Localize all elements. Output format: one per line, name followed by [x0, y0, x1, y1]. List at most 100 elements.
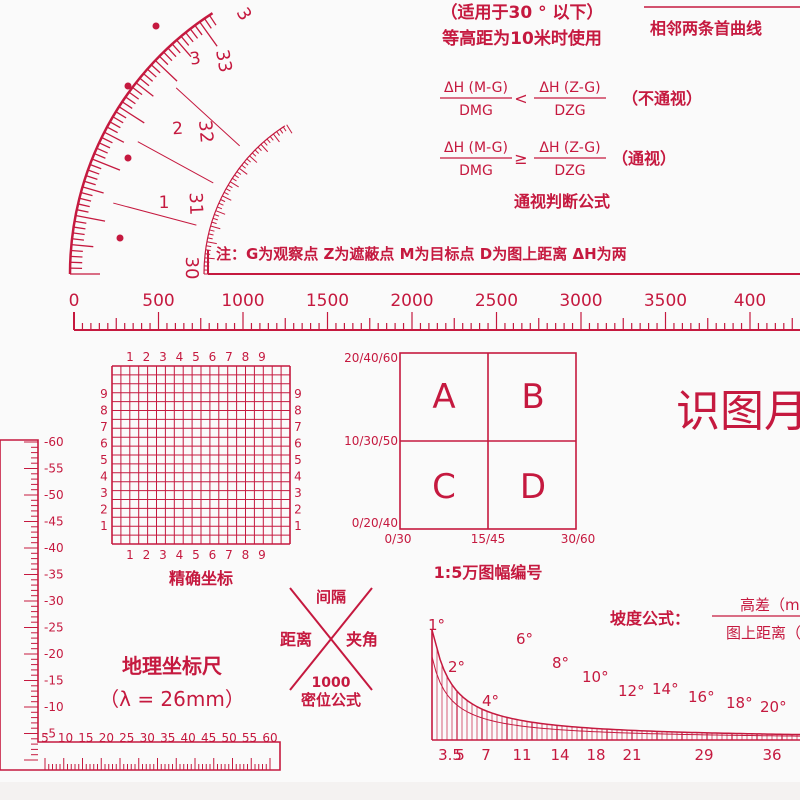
formula1-numerator-right: ΔH (Z-G): [539, 80, 600, 96]
grid-digit-right: 9: [294, 387, 302, 401]
grid-digit-right: 1: [294, 519, 302, 533]
protractor-inner-tick: [227, 184, 233, 189]
protractor-inner-tick: [243, 161, 249, 166]
protractor-outer-arc: [68, 12, 214, 275]
protractor-tick: [154, 59, 178, 82]
slope-degree-label: 1°: [428, 616, 445, 634]
grid-digit-bottom: 3: [159, 548, 167, 562]
protractor-degree-32: 32: [194, 119, 217, 144]
protractor-inner-tick: [215, 210, 226, 215]
slope-degree-label: 16°: [688, 688, 715, 706]
protractor-tick: [82, 186, 104, 194]
protractor-tick: [185, 32, 194, 43]
grid-digit-left: 3: [100, 486, 108, 500]
protractor-tick: [143, 73, 154, 82]
protractor-inner-tick: [222, 195, 232, 201]
protractor-inner-arc: [203, 125, 286, 275]
grid-digit-top: 7: [225, 350, 233, 364]
protractor-tick: [132, 86, 143, 96]
protractor-tick: [84, 180, 96, 186]
protractor-tick: [101, 136, 113, 144]
protractor-dot-3: [124, 154, 132, 162]
slope-bottom-label: 36: [762, 746, 781, 764]
scale-label: 3500: [644, 291, 687, 311]
formula-visible: ΔH (M-G) DMG ≥ ΔH (Z-G) DZG （通视）: [440, 140, 676, 179]
protractor-inner-tick: [218, 202, 224, 206]
formula1-denominator-left: DMG: [459, 103, 493, 119]
slope-formula-label: 坡度公式：: [610, 609, 690, 628]
geo-horizontal-label: 15: [78, 731, 93, 745]
grid-digit-top: 2: [143, 350, 151, 364]
protractor-inner-tick: [223, 191, 229, 196]
geo-scale-lambda: （λ = 26mm）: [99, 687, 245, 711]
visibility-formula-title: 通视判断公式: [514, 192, 610, 211]
grid-digit-left: 7: [100, 420, 108, 434]
slope-degree-label: 4°: [482, 692, 499, 710]
protractor-inner-tick: [214, 214, 220, 217]
protractor-tick: [158, 55, 169, 66]
sheet-left-label-top: 20/40/60: [344, 351, 398, 365]
protractor-tick: [76, 209, 89, 213]
protractor-tick: [80, 191, 93, 197]
slope-degree-label: 2°: [448, 658, 465, 676]
grid-digit-left: 8: [100, 404, 108, 418]
geo-horizontal-label: 25: [119, 731, 134, 745]
protractor-tick: [98, 142, 111, 149]
geo-vertical-label: -10: [44, 700, 64, 714]
protractor-tick: [199, 21, 218, 47]
protractor-tick: [94, 152, 106, 159]
geo-horizontal-label: 35: [160, 731, 175, 745]
grid-digit-left: 1: [100, 519, 108, 533]
formula1-result: （不通视）: [622, 89, 702, 108]
geo-vertical-label: -50: [44, 488, 64, 502]
formula1-denominator-right: DZG: [554, 103, 585, 119]
formula2-denominator-right: DZG: [554, 163, 585, 179]
grid-digit-bottom: 5: [192, 548, 200, 562]
protractor-inner-2: 2: [172, 119, 184, 140]
protractor-inner-tick: [260, 144, 269, 153]
scale-label: 3000: [559, 291, 602, 311]
slope-curve-main: [431, 629, 800, 736]
ruler-title: 识图月: [676, 386, 800, 437]
slope-bottom-label: 21: [622, 746, 641, 764]
geo-vertical-label: -35: [44, 568, 64, 582]
slope-degree-label: 6°: [516, 630, 533, 648]
geo-vertical-label: -15: [44, 674, 64, 688]
precise-grid-title: 精确坐标: [169, 569, 233, 588]
geo-scale-title: 地理坐标尺: [122, 654, 222, 678]
sheet-bottom-label-mid: 15/45: [471, 532, 506, 546]
protractor-tick: [189, 28, 199, 39]
grid-digit-right: 4: [294, 470, 302, 484]
protractor-inner-tick: [204, 257, 215, 260]
protractor-tick: [91, 158, 121, 171]
protractor-inner-1: 1: [159, 193, 170, 213]
scale-label: 1500: [306, 291, 349, 311]
slope-curve-secondary: [431, 656, 800, 737]
quadrant-d: D: [520, 467, 546, 507]
protractor-tick: [89, 163, 102, 170]
geo-vertical-label: -40: [44, 541, 64, 555]
protractor-tick: [121, 101, 133, 109]
scale-label: 400: [734, 291, 766, 311]
protractor-tick: [163, 51, 173, 62]
sheet-left-label-bottom: 0/20/40: [352, 516, 398, 530]
protractor-inner-tick: [238, 167, 248, 175]
protractor-tick: [139, 77, 150, 87]
grid-digit-right: 2: [294, 503, 302, 517]
slope-bottom-label: 11: [512, 746, 531, 764]
map-sheet-caption: 1:5万图幅编号: [434, 563, 543, 582]
protractor-tick: [75, 214, 106, 222]
formula2-numerator-left: ΔH (M-G): [444, 140, 508, 156]
grid-digit-bottom: 4: [176, 548, 184, 562]
formula2-result: （通视）: [612, 149, 676, 168]
protractor-inner-tick: [211, 221, 217, 225]
protractor-tick: [150, 64, 161, 74]
protractor-spoke: [113, 202, 197, 226]
protractor-tick: [77, 203, 90, 208]
protractor-inner-tick: [272, 133, 280, 143]
slope-numerator: 高差（m: [740, 596, 800, 614]
protractor-inner-tick: [232, 177, 237, 182]
